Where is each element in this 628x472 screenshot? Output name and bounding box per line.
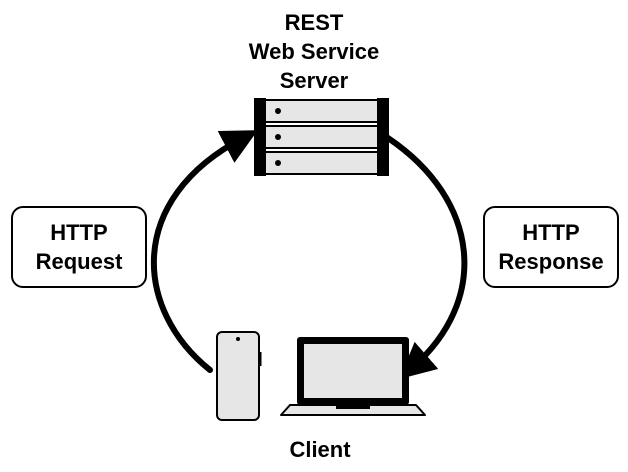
server-title-line: Server bbox=[279, 68, 349, 93]
http-request-box: HTTP Request bbox=[11, 206, 147, 288]
laptop-icon bbox=[280, 337, 426, 416]
client-label: Client bbox=[289, 437, 351, 462]
http-response-box: HTTP Response bbox=[483, 206, 619, 288]
http-request-label-line: Request bbox=[35, 249, 123, 274]
server-title: REST Web Service Server bbox=[214, 8, 414, 95]
server-rack-icon bbox=[254, 98, 389, 176]
http-response-label-line: HTTP bbox=[522, 220, 580, 245]
server-unit bbox=[254, 98, 389, 124]
arrow-response-icon bbox=[385, 135, 468, 380]
server-unit bbox=[254, 124, 389, 150]
server-unit bbox=[254, 150, 389, 176]
smartphone-icon bbox=[216, 331, 262, 421]
server-title-line: REST bbox=[284, 10, 344, 35]
server-title-line: Web Service bbox=[248, 39, 380, 64]
arrow-request-icon bbox=[150, 130, 258, 373]
http-request-label-line: HTTP bbox=[50, 220, 108, 245]
http-response-label-line: Response bbox=[498, 249, 604, 274]
